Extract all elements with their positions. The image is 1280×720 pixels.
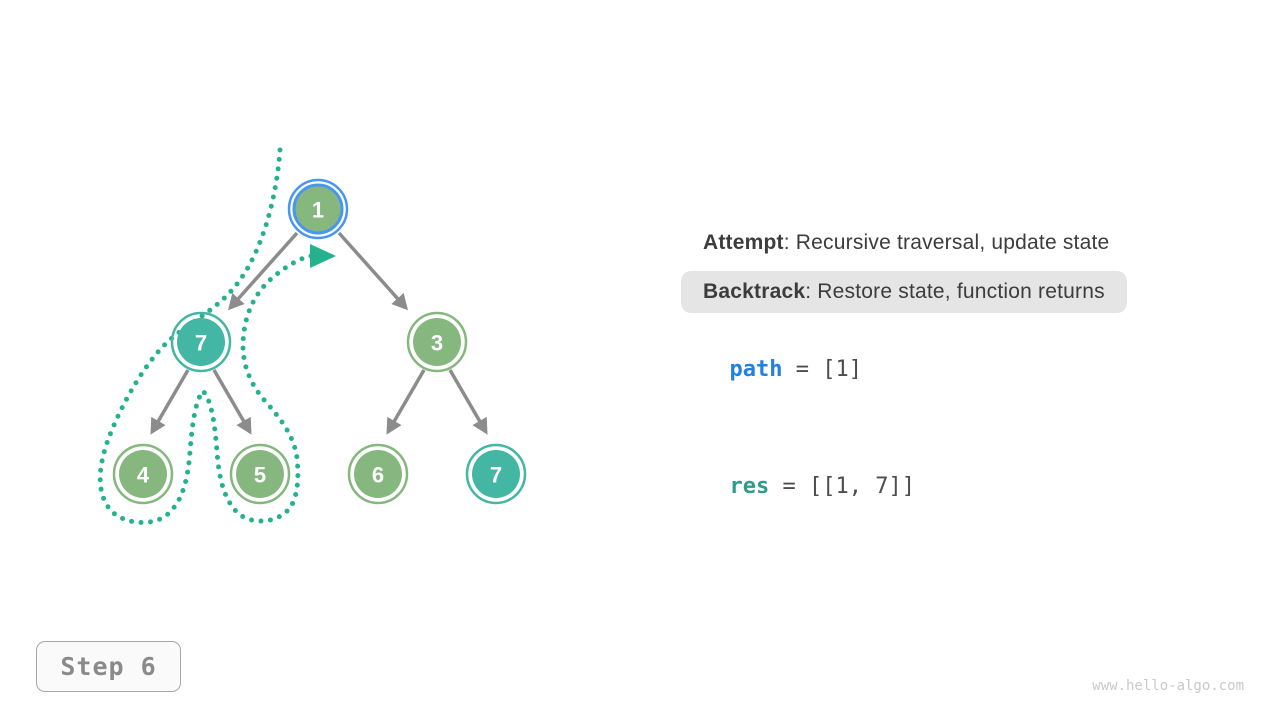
res-variable-name: res [729, 474, 770, 499]
tree-node-6: 6 [347, 443, 409, 505]
tree-node-4: 4 [112, 443, 174, 505]
tree-node-3: 3 [406, 311, 468, 373]
node-circle [236, 450, 284, 498]
tree-node-7: 7 [170, 311, 232, 373]
tree-edges [150, 231, 488, 435]
node-outer-ring [112, 443, 174, 505]
node-label: 6 [372, 463, 384, 488]
node-label: 5 [254, 463, 266, 488]
backtrack-description: : Restore state, function returns [805, 280, 1105, 303]
watermark: www.hello-algo.com [1092, 678, 1244, 694]
node-circle [354, 450, 402, 498]
tree-node-1: 1 [287, 178, 349, 240]
step-badge: Step 6 [36, 641, 181, 692]
res-variable-line: res = [[1, 7]] [703, 449, 915, 499]
tree-edge [150, 369, 190, 435]
node-circle [177, 318, 225, 366]
node-outer-ring [170, 311, 232, 373]
tree-edge [212, 369, 252, 435]
node-label: 4 [137, 463, 150, 488]
node-outer-ring [465, 443, 527, 505]
attempt-description: : Recursive traversal, update state [783, 231, 1110, 254]
node-outer-ring [347, 443, 409, 505]
tree-node-7: 7 [465, 443, 527, 505]
node-circle [472, 450, 520, 498]
node-label: 3 [431, 331, 443, 356]
node-label: 7 [195, 331, 207, 356]
path-variable-name: path [729, 357, 783, 382]
node-circle [292, 183, 344, 235]
attempt-legend: Attempt: Recursive traversal, update sta… [703, 231, 1109, 255]
node-circle [413, 318, 461, 366]
tree-edge [448, 369, 488, 435]
path-variable-line: path = [1] [703, 332, 862, 382]
tree-edge [386, 369, 426, 435]
traversal-arrowhead-icon [310, 244, 336, 268]
node-outer-ring [229, 443, 291, 505]
node-outer-ring [287, 178, 349, 240]
traversal-dotted-path [97, 147, 314, 525]
tree-node-5: 5 [229, 443, 291, 505]
node-label: 1 [312, 198, 324, 223]
path-variable-value: = [1] [782, 357, 862, 382]
tree-edge [337, 231, 408, 311]
node-label: 7 [490, 463, 502, 488]
tree-edge [228, 231, 299, 311]
res-variable-value: = [[1, 7]] [769, 474, 915, 499]
node-outer-ring [406, 311, 468, 373]
tree-nodes: 1 7 3 4 5 6 7 [112, 178, 527, 505]
node-circle [119, 450, 167, 498]
backtrack-keyword: Backtrack [703, 280, 806, 303]
attempt-keyword: Attempt [703, 231, 784, 254]
backtrack-legend: Backtrack: Restore state, function retur… [681, 271, 1127, 313]
